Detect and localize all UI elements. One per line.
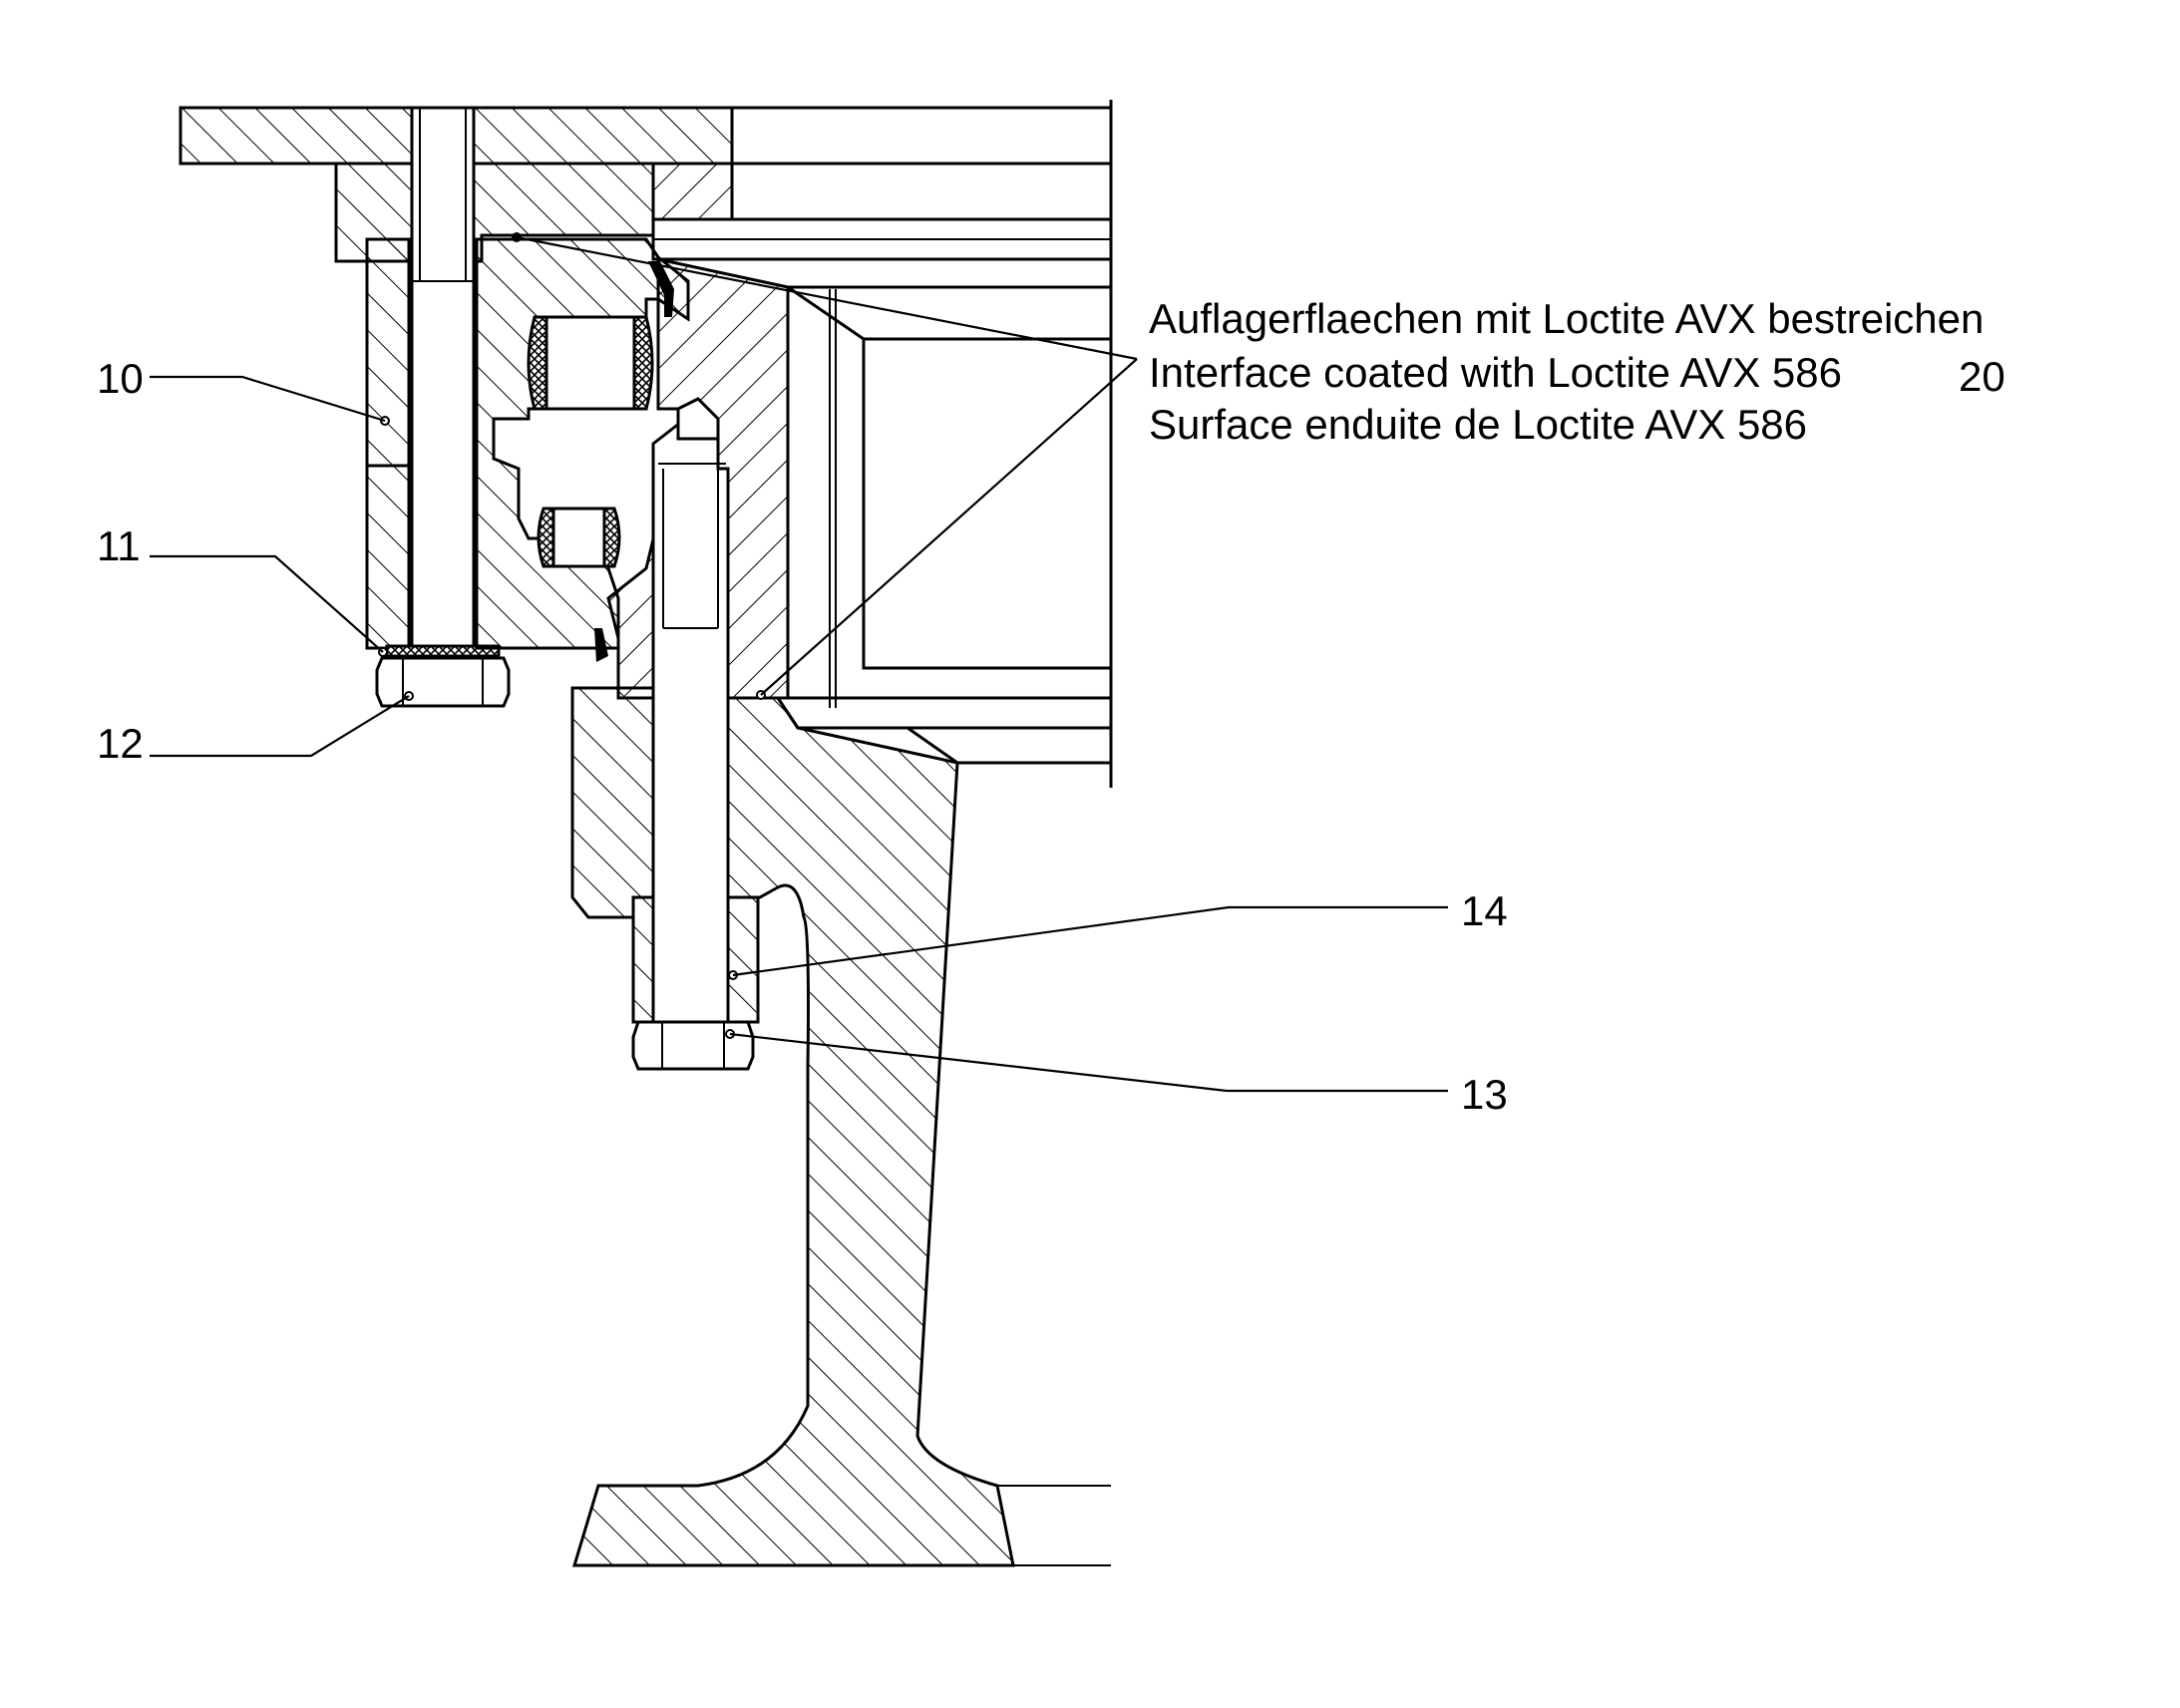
pedestal [571,696,1111,1567]
label-12: 12 [97,720,144,767]
seal-upper [648,261,674,317]
note-line-fr: Surface enduite de Loctite AVX 586 [1149,401,1807,448]
right-housing [653,100,1113,788]
application-note: Auflagerflaechen mit Loctite AVX bestrei… [1149,295,1984,448]
top-plate [179,106,1113,166]
sleeve [631,895,760,1024]
outer-ring [365,237,411,650]
label-11: 11 [97,522,141,569]
label-10: 10 [97,355,144,402]
spacer-block [570,686,655,919]
label-14: 14 [1461,887,1508,934]
bolt-right [631,397,755,1071]
bolt-left [375,106,511,708]
note-line-en: Interface coated with Loctite AVX 586 [1149,349,1842,396]
leader-lines [150,235,1448,1093]
roller-lower [537,507,621,568]
note-line-de: Auflagerflaechen mit Loctite AVX bestrei… [1149,295,1984,342]
part-labels: 10 11 12 14 13 20 [97,353,2005,1118]
roller-upper [527,315,654,411]
label-20: 20 [1959,353,2005,400]
seal-lower [594,628,608,662]
label-13: 13 [1461,1071,1508,1118]
